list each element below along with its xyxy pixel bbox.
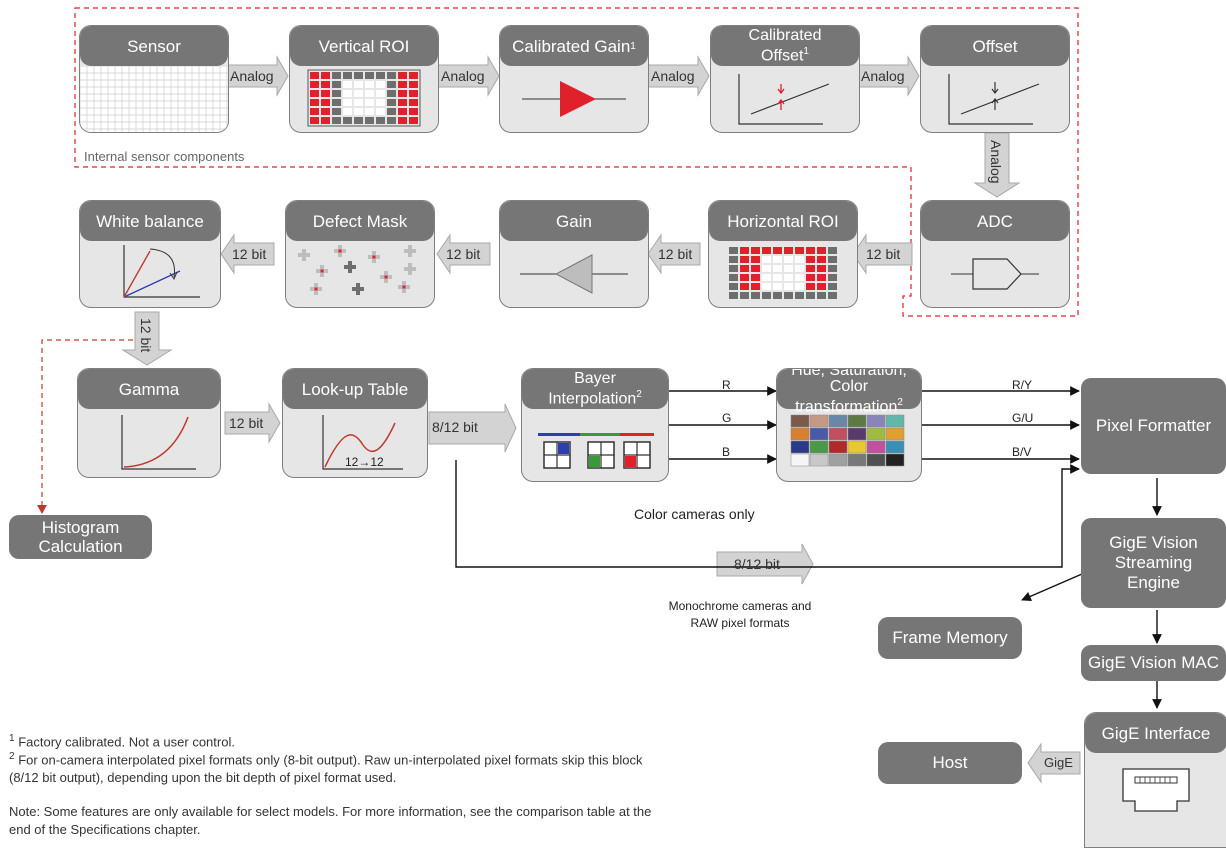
offset-block: Offset <box>920 25 1070 133</box>
vertical-roi-icon <box>307 69 421 127</box>
hue-saturation-title: Hue, Saturation, Color transformation2 <box>777 369 921 415</box>
bit12-label-5: 12 bit <box>229 415 264 431</box>
ethernet-port-icon <box>1122 768 1190 812</box>
bit12-arrow-5 <box>224 402 281 444</box>
lookup-table-block: Look-up Table 12→12 <box>282 368 428 478</box>
amplifier-icon <box>520 254 628 294</box>
bit8-12-arrow-2 <box>716 543 814 585</box>
bit12-arrow-2 <box>647 233 701 275</box>
hue-saturation-block: Hue, Saturation, Color transformation2 <box>776 368 922 482</box>
analog-arrow-down <box>973 132 1021 198</box>
analog-label-3: Analog <box>651 68 695 84</box>
gamma-curve-icon <box>121 415 196 470</box>
internal-components-label: Internal sensor components <box>84 149 245 164</box>
white-balance-title: White balance <box>80 201 220 241</box>
g-label: G <box>722 411 732 425</box>
bit12-label-3: 12 bit <box>446 246 481 262</box>
offset-title: Offset <box>921 26 1069 66</box>
frame-memory-block: Frame Memory <box>878 617 1022 659</box>
white-balance-block: White balance <box>79 200 221 308</box>
lookup-table-title: Look-up Table <box>283 369 427 409</box>
bit12-label-4: 12 bit <box>232 246 267 262</box>
bit12-arrow-1 <box>852 233 913 275</box>
horizontal-roi-title: Horizontal ROI <box>709 201 857 241</box>
defect-mask-title: Defect Mask <box>286 201 434 241</box>
bit8-12-label-1: 8/12 bit <box>432 419 478 435</box>
bit12-label-2: 12 bit <box>658 246 693 262</box>
calibrated-offset-block: Calibrated Offset1 <box>710 25 860 133</box>
analog-arrow-1 <box>226 55 289 97</box>
r-label: R <box>722 378 731 392</box>
horizontal-roi-icon <box>729 247 837 299</box>
amplifier-red-icon <box>522 81 626 117</box>
histogram-block: Histogram Calculation <box>9 515 152 559</box>
bayer-block: Bayer Interpolation2 <box>521 368 669 482</box>
horizontal-roi-block: Horizontal ROI <box>708 200 858 308</box>
lookup-caption: 12→12 <box>345 455 384 469</box>
analog-arrow-2 <box>437 55 500 97</box>
gamma-block: Gamma <box>77 368 221 478</box>
b-label: B <box>722 445 731 459</box>
color-checker-icon <box>790 414 905 467</box>
gamma-title: Gamma <box>78 369 220 409</box>
bit12-arrow-3 <box>436 233 491 275</box>
streaming-engine-block: GigE Vision Streaming Engine <box>1081 518 1226 608</box>
internal-sensor-boundary <box>74 7 1079 317</box>
vertical-roi-title: Vertical ROI <box>290 26 438 66</box>
analog-arrow-3 <box>647 55 710 97</box>
bit8-12-arrow-1 <box>428 403 517 453</box>
gain-block: Gain <box>499 200 649 308</box>
offset-red-icon <box>738 74 830 125</box>
footnote-2: 2 For on-camera interpolated pixel forma… <box>9 751 643 786</box>
bit12-arrow-down <box>121 311 173 366</box>
sensor-title: Sensor <box>80 26 228 66</box>
ry-label: R/Y <box>1012 378 1033 392</box>
analog-arrow-4 <box>857 55 920 97</box>
bit12-label-down: 12 bit <box>138 318 154 353</box>
general-note: Note: Some features are only available f… <box>9 804 652 837</box>
bv-label: B/V <box>1012 445 1032 459</box>
analog-label-4: Analog <box>861 68 905 84</box>
histogram-dashed-line <box>41 339 133 512</box>
sensor-block: Sensor <box>79 25 229 133</box>
lookup-curve-icon <box>322 415 403 470</box>
bayer-pattern-icon <box>538 433 654 469</box>
white-balance-icon <box>123 245 200 298</box>
footnote-1: 1 Factory calibrated. Not a user control… <box>9 733 235 750</box>
analog-label-1: Analog <box>230 68 274 84</box>
offset-icon <box>948 74 1040 125</box>
defect-mask-block: Defect Mask <box>285 200 435 308</box>
bit8-12-label-2: 8/12 bit <box>734 556 780 572</box>
analog-label-2: Analog <box>441 68 485 84</box>
host-block: Host <box>878 742 1022 784</box>
gige-interface-title: GigE Interface <box>1085 713 1226 753</box>
adc-title: ADC <box>921 201 1069 241</box>
bit12-arrow-4 <box>220 233 275 275</box>
vertical-roi-block: Vertical ROI <box>289 25 439 133</box>
mono-label-line1: Monochrome cameras and <box>668 599 812 613</box>
defect-pixels-icon <box>298 245 416 295</box>
gu-label: G/U <box>1012 411 1034 425</box>
sensor-grid-icon <box>80 65 228 132</box>
gige-interface-block: GigE Interface <box>1084 712 1226 848</box>
bit12-label-1: 12 bit <box>866 246 901 262</box>
gain-title: Gain <box>500 201 648 241</box>
adc-block: ADC <box>920 200 1070 308</box>
bayer-title: Bayer Interpolation2 <box>522 369 668 409</box>
mono-label-line2: RAW pixel formats <box>690 616 790 630</box>
mono-label: Monochrome cameras and RAW pixel formats <box>640 598 840 632</box>
calibrated-offset-title: Calibrated Offset1 <box>711 26 859 66</box>
analog-label-down: Analog <box>988 140 1004 184</box>
gige-mac-block: GigE Vision MAC <box>1081 645 1226 681</box>
color-only-label: Color cameras only <box>634 506 755 522</box>
gige-arrow <box>1027 742 1081 784</box>
gige-label: GigE <box>1044 755 1073 770</box>
adc-icon <box>951 258 1039 290</box>
pixel-formatter-block: Pixel Formatter <box>1081 378 1226 474</box>
